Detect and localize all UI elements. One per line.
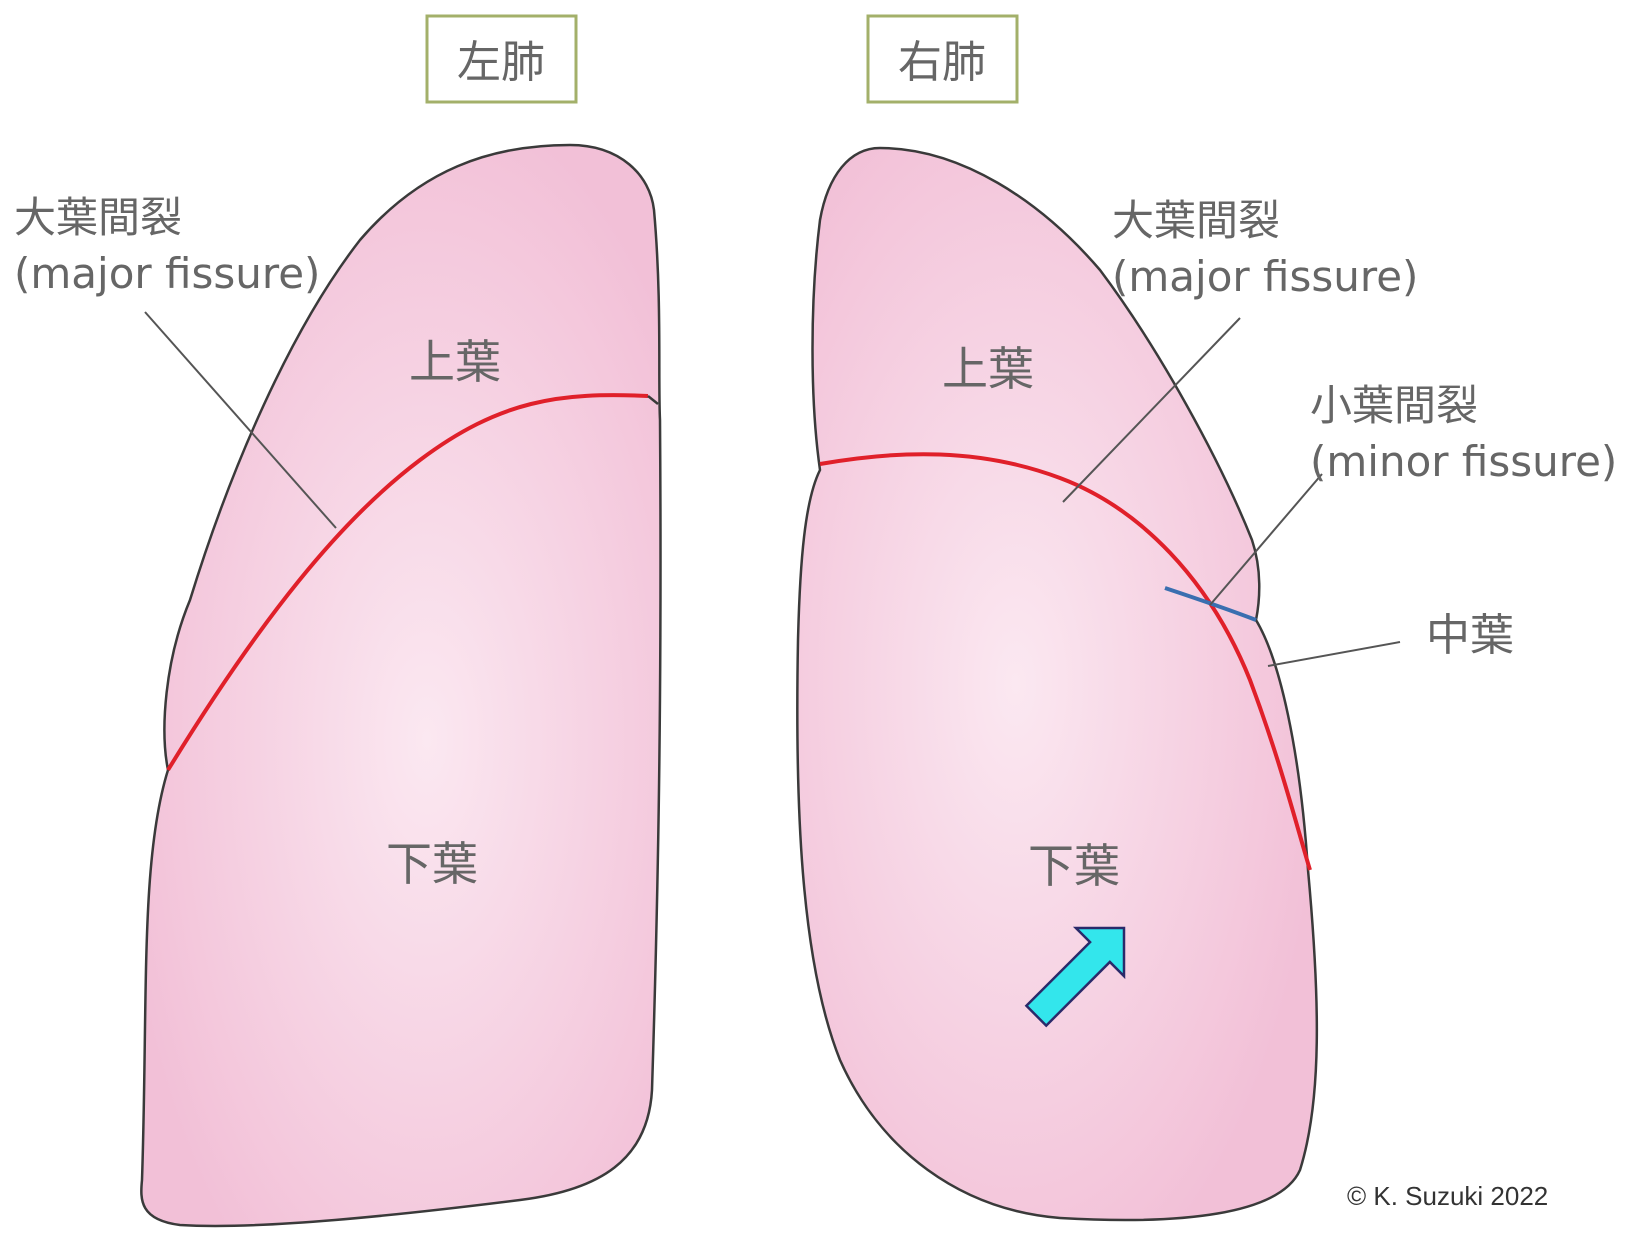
right-minor-label-jp: 小葉間裂 [1310,381,1478,430]
left-fissure-label-jp: 大葉間裂 [14,193,182,242]
middle-lobe-leader [1268,642,1400,666]
right-upper-lobe-label: 上葉 [942,342,1034,396]
left-lung-header: 左肺 [457,37,545,88]
left-fissure-label-en: (major fissure) [14,249,320,298]
left-lower-lobe-label: 下葉 [386,837,478,891]
right-lung-header: 右肺 [898,37,986,88]
right-lung-shape [797,148,1317,1220]
left-lung-shape [141,145,660,1226]
right-middle-lobe-label: 中葉 [1426,610,1514,661]
right-major-label-jp: 大葉間裂 [1112,196,1280,245]
right-minor-label-en: (minor fissure) [1310,437,1617,486]
left-upper-lobe-label: 上葉 [409,335,501,389]
right-major-label-en: (major fissure) [1112,252,1418,301]
right-lower-lobe-label: 下葉 [1028,839,1120,893]
copyright-notice: © K. Suzuki 2022 [1347,1181,1548,1211]
